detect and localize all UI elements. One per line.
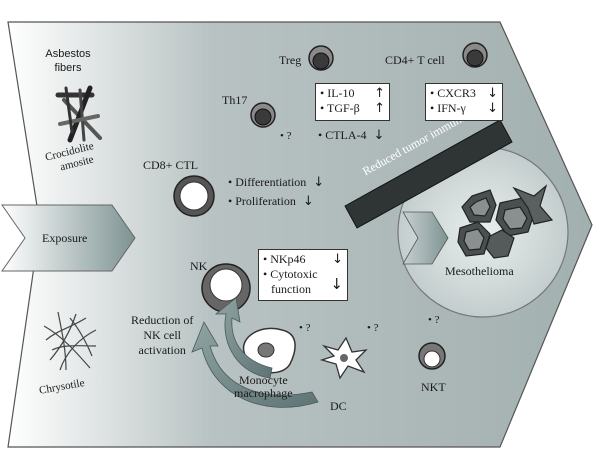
th17-question: • ? <box>280 130 292 142</box>
monocyte-line2: macrophage <box>234 386 293 400</box>
nk-item-1: • NKp46 ↓ <box>263 252 343 267</box>
treg-item-1: • IL-10 ↑ <box>320 86 385 101</box>
nk-item-2: • Cytotoxic <box>263 267 343 282</box>
ctla4-item: • CTLA-4 ↓ <box>318 128 384 143</box>
reduction-label: Reduction of NK cell activation <box>131 313 193 358</box>
down-arrow-icon: ↓ <box>302 194 314 209</box>
treg-cytokine-box: • IL-10 ↑ • TGF-β ↑ <box>315 83 390 121</box>
asbestos-line1: Asbestos <box>45 48 91 60</box>
nkt-cell-icon <box>418 342 446 370</box>
cd8-item-1-text: • Differentiation <box>228 175 307 189</box>
mono-question: • ? <box>299 322 311 334</box>
cd4-item-1: • CXCR3 ↓ <box>430 86 498 101</box>
down-arrow-icon: ↓ <box>487 101 498 116</box>
chrysotile-fibers-icon <box>43 311 97 371</box>
mesothelioma-cells-icon <box>457 184 554 259</box>
down-arrow-icon: ↓ <box>313 175 325 190</box>
th17-label: Th17 <box>222 93 248 107</box>
exposure-arrow <box>1 204 136 272</box>
nk-effects-box: • NKp46 ↓ • Cytotoxic function ↓ <box>258 249 348 301</box>
th17-cell-icon <box>250 102 276 128</box>
down-arrow-icon: ↓ <box>487 86 498 101</box>
nk-item-1-text: • NKp46 <box>263 252 306 266</box>
cd4-t-cell-icon <box>462 42 488 68</box>
monocyte-label: Monocyte macrophage <box>234 374 293 400</box>
dendritic-cell-icon <box>319 336 368 380</box>
small-arrow <box>402 211 449 265</box>
cd8-item-1: • Differentiation ↓ <box>228 173 324 192</box>
treg-cell-icon <box>308 45 334 71</box>
exposure-label: Exposure <box>42 231 88 245</box>
nkt-label: NKT <box>421 380 446 394</box>
cd4-cytokine-box: • CXCR3 ↓ • IFN-γ ↓ <box>425 83 503 121</box>
down-arrow-icon: ↓ <box>373 128 385 143</box>
cd8-ctl-cell-icon <box>173 175 215 217</box>
cd8-item-2-text: • Proliferation <box>228 194 296 208</box>
up-arrow-icon: ↑ <box>374 86 385 101</box>
cd8-label: CD8+ CTL <box>143 158 199 172</box>
treg-item-1-text: • IL-10 <box>320 86 355 100</box>
up-arrow-icon: ↑ <box>374 101 385 116</box>
monocyte-line1: Monocyte <box>238 373 288 387</box>
reduced-tumor-immunity-banner <box>344 119 513 229</box>
down-arrow-icon: ↓ <box>332 252 343 267</box>
cd4-item-2-text: • IFN-γ <box>430 101 466 115</box>
asbestos-line2: fibers <box>54 62 82 74</box>
cd8-effects-list: • Differentiation ↓ • Proliferation ↓ <box>228 173 324 211</box>
treg-item-2-text: • TGF-β <box>320 101 360 115</box>
cd4-item-1-text: • CXCR3 <box>430 86 476 100</box>
treg-label: Treg <box>279 53 302 67</box>
dc-label: DC <box>330 399 347 413</box>
reduction-line3: activation <box>138 343 186 357</box>
nk-cell-icon <box>201 263 251 313</box>
cd4-label: CD4+ T cell <box>385 53 445 67</box>
mesothelioma-label: Mesothelioma <box>445 264 514 278</box>
asbestos-fibers-label: Asbestos fibers <box>38 47 98 75</box>
crocidolite-amosite-fibers-icon <box>55 85 102 143</box>
curved-reduction-arrows <box>191 297 319 408</box>
cd4-item-2: • IFN-γ ↓ <box>430 101 498 116</box>
cd8-item-2: • Proliferation ↓ <box>228 192 324 211</box>
nk-item-2-line2: function <box>271 282 311 296</box>
nk-item-2-line1: • Cytotoxic <box>263 267 318 281</box>
reduction-line2: NK cell <box>143 328 181 342</box>
reduction-line1: Reduction of <box>131 313 194 327</box>
ctla4-text: • CTLA-4 <box>318 128 367 142</box>
nk-item-2b: function ↓ <box>263 277 343 297</box>
treg-item-2: • TGF-β ↑ <box>320 101 385 116</box>
down-arrow-icon: ↓ <box>330 275 343 293</box>
nk-label: NK <box>190 259 208 273</box>
dc-question: • ? <box>367 322 379 334</box>
nkt-question: • ? <box>428 314 440 326</box>
